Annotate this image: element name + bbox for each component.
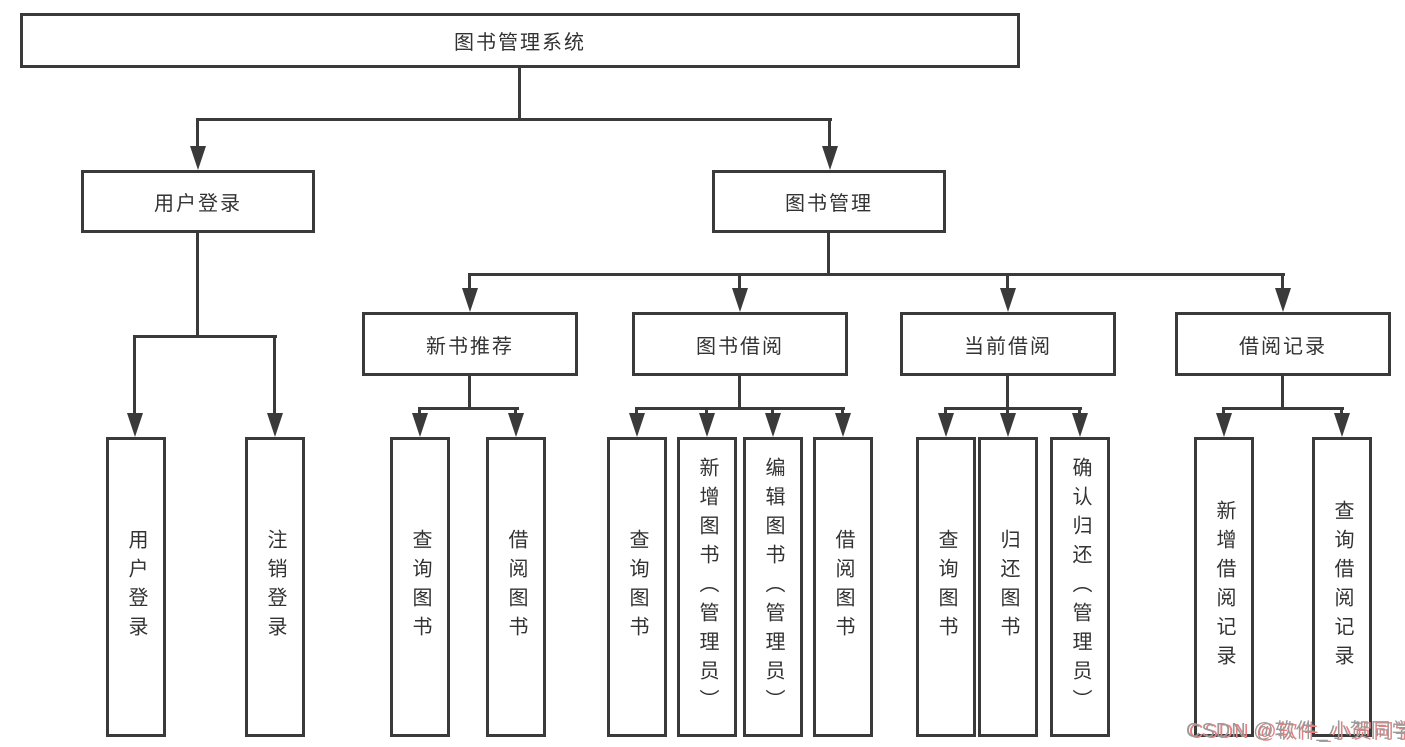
- connector-line: [828, 118, 831, 150]
- arrow-down-icon: [822, 146, 838, 170]
- connector-line: [1281, 376, 1284, 409]
- node-new-book-recommendation: 新书推荐: [362, 312, 578, 376]
- leaf-borrow-books-recommend: 借阅图书: [486, 437, 546, 737]
- arrow-down-icon: [508, 413, 524, 437]
- arrow-down-icon: [1000, 413, 1016, 437]
- node-user-login: 用户登录: [81, 170, 315, 233]
- arrow-down-icon: [1000, 288, 1016, 312]
- connector-line: [944, 407, 947, 417]
- leaf-add-borrow-record: 新增借阅记录: [1194, 437, 1254, 737]
- arrow-down-icon: [1334, 413, 1350, 437]
- leaf-query-books-borrow: 查询图书: [607, 437, 667, 737]
- node-book-borrowing: 图书借阅: [632, 312, 848, 376]
- leaf-logout: 注销登录: [245, 437, 305, 737]
- leaf-query-borrow-record: 查询借阅记录: [1312, 437, 1372, 737]
- arrow-down-icon: [732, 288, 748, 312]
- connector-line: [1078, 407, 1081, 417]
- leaf-edit-books-admin: 编辑图书（管理员）: [743, 437, 803, 737]
- arrow-down-icon: [938, 413, 954, 437]
- connector-line: [945, 407, 1082, 410]
- connector-line: [738, 376, 741, 409]
- arrow-down-icon: [190, 146, 206, 170]
- connector-line: [469, 273, 1285, 276]
- arrow-down-icon: [1275, 288, 1291, 312]
- node-library-management-system: 图书管理系统: [20, 13, 1020, 68]
- leaf-borrow-books: 借阅图书: [813, 437, 873, 737]
- connector-line: [514, 407, 517, 417]
- leaf-user-login: 用户登录: [106, 437, 166, 737]
- connector-line: [1223, 407, 1344, 410]
- arrow-down-icon: [127, 413, 143, 437]
- connector-line: [1281, 273, 1284, 294]
- connector-line: [1222, 407, 1225, 417]
- leaf-query-books-recommend: 查询图书: [390, 437, 450, 737]
- connector-line: [635, 407, 638, 417]
- node-borrowing-records: 借阅记录: [1175, 312, 1391, 376]
- connector-line: [468, 376, 471, 409]
- connector-line: [1340, 407, 1343, 417]
- connector-line: [197, 118, 832, 121]
- connector-line: [771, 407, 774, 417]
- connector-line: [738, 273, 741, 294]
- arrow-down-icon: [765, 413, 781, 437]
- arrow-down-icon: [1072, 413, 1088, 437]
- arrow-down-icon: [835, 413, 851, 437]
- connector-line: [419, 407, 519, 410]
- arrow-down-icon: [629, 413, 645, 437]
- connector-line: [705, 407, 708, 417]
- connector-line: [418, 407, 421, 417]
- connector-line: [1006, 376, 1009, 409]
- connector-line: [133, 335, 136, 419]
- arrow-down-icon: [267, 413, 283, 437]
- connector-line: [196, 233, 199, 338]
- connector-line: [841, 407, 844, 417]
- leaf-return-books: 归还图书: [978, 437, 1038, 737]
- arrow-down-icon: [462, 288, 478, 312]
- connector-line: [196, 118, 199, 150]
- csdn-watermark: CSDN @软件_小贺同学: [1186, 720, 1405, 742]
- connector-line: [1006, 407, 1009, 417]
- connector-line: [518, 68, 521, 120]
- node-book-management: 图书管理: [712, 170, 946, 233]
- connector-line: [827, 233, 830, 275]
- leaf-query-books-current: 查询图书: [916, 437, 976, 737]
- arrow-down-icon: [699, 413, 715, 437]
- arrow-down-icon: [1216, 413, 1232, 437]
- leaf-confirm-return-admin: 确认归还（管理员）: [1050, 437, 1110, 737]
- connector-line: [1006, 273, 1009, 294]
- connector-line: [636, 407, 845, 410]
- connector-line: [134, 335, 277, 338]
- arrow-down-icon: [412, 413, 428, 437]
- connector-line: [273, 335, 276, 419]
- leaf-add-books-admin: 新增图书（管理员）: [677, 437, 737, 737]
- node-current-borrowing: 当前借阅: [900, 312, 1116, 376]
- connector-line: [468, 273, 471, 294]
